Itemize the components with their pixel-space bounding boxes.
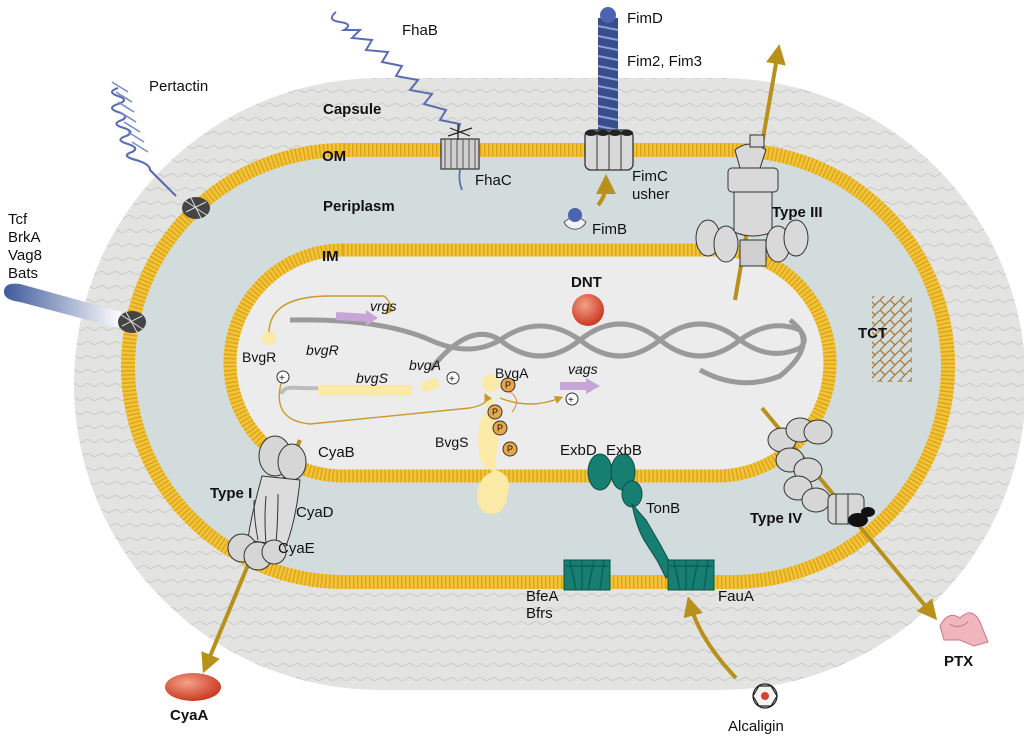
type1-label: Type I [210,485,252,502]
cyad-label: CyaD [296,504,334,521]
faua-receptor [667,559,715,591]
bvgs-gene-label: bvgS [356,370,389,386]
tonb-label: TonB [646,500,680,517]
brka-label: BrkA [8,229,41,246]
ptx-label: PTX [944,653,973,670]
fimd-label: FimD [627,10,663,27]
bvga-gene-label: bvgA [409,357,441,373]
chromosome-dna [280,317,807,395]
tcf-label: Tcf [8,211,28,228]
fhac-label: FhaC [475,172,512,189]
fhac-channel [440,124,480,191]
dnt-label: DNT [571,274,602,291]
autotransporter-tcf [4,283,146,335]
alcaligin-siderophore [683,596,778,709]
fimc-label-1: FimC [632,168,668,185]
plus-sign-3: + [568,395,574,406]
bvgr-protein-label: BvgR [242,349,276,365]
phospho-label-3: P [497,423,503,433]
fhab-protein [330,11,462,133]
bfea-label: BfeA [526,588,559,605]
cyae-label: CyaE [278,540,315,557]
vrgs-label: vrgs [370,298,396,314]
vags-label: vags [568,361,598,377]
bvg-regulatory-system [262,295,600,514]
fhab-label: FhaB [402,22,438,39]
cyaa-label: CyaA [170,707,209,724]
tct-fragments [872,296,912,382]
fimc-label-2: usher [632,186,670,203]
fim23-label: Fim2, Fim3 [627,53,702,70]
bfea-receptor [563,559,611,591]
phospho-label-4: P [507,444,513,454]
exbb-label: ExbB [606,442,642,459]
plus-sign-1: + [279,373,285,384]
fimbria [563,7,634,230]
capsule-label: Capsule [323,101,381,118]
type1-secretion-system [201,435,307,674]
cyab-label: CyaB [318,444,355,461]
type3-label: Type III [772,204,823,221]
phospho-label-2: P [492,407,498,417]
pertactin-label: Pertactin [149,78,208,95]
fimb-label: FimB [592,221,627,238]
vag8-label: Vag8 [8,247,42,264]
tonb-system [587,453,675,579]
im-label: IM [322,248,339,265]
plus-sign-2: + [449,374,455,385]
om-label: OM [322,148,346,165]
bvga-protein-label: BvgA [495,365,529,381]
exbd-label: ExbD [560,442,597,459]
inner-membrane [223,243,837,483]
periplasm-label: Periplasm [323,198,395,215]
type3-secretion-system [695,44,809,301]
fimc-usher [584,129,634,171]
phospho-label-1: P [505,380,511,390]
dnt-toxin [572,294,604,326]
type4-secretion-system [760,406,938,621]
pertactin-protein [110,81,210,221]
bats-label: Bats [8,265,38,282]
tct-label: TCT [858,325,887,342]
bfrs-label: Bfrs [526,605,553,622]
type4-label: Type IV [750,510,802,527]
bvgs-protein-label: BvgS [435,434,468,450]
fimd-tip [600,7,616,23]
ptx-toxin [939,612,989,647]
cyaa-toxin [165,673,221,701]
alcaligin-label: Alcaligin [728,718,784,735]
bvgr-gene-label: bvgR [306,342,339,358]
faua-label: FauA [718,588,754,605]
